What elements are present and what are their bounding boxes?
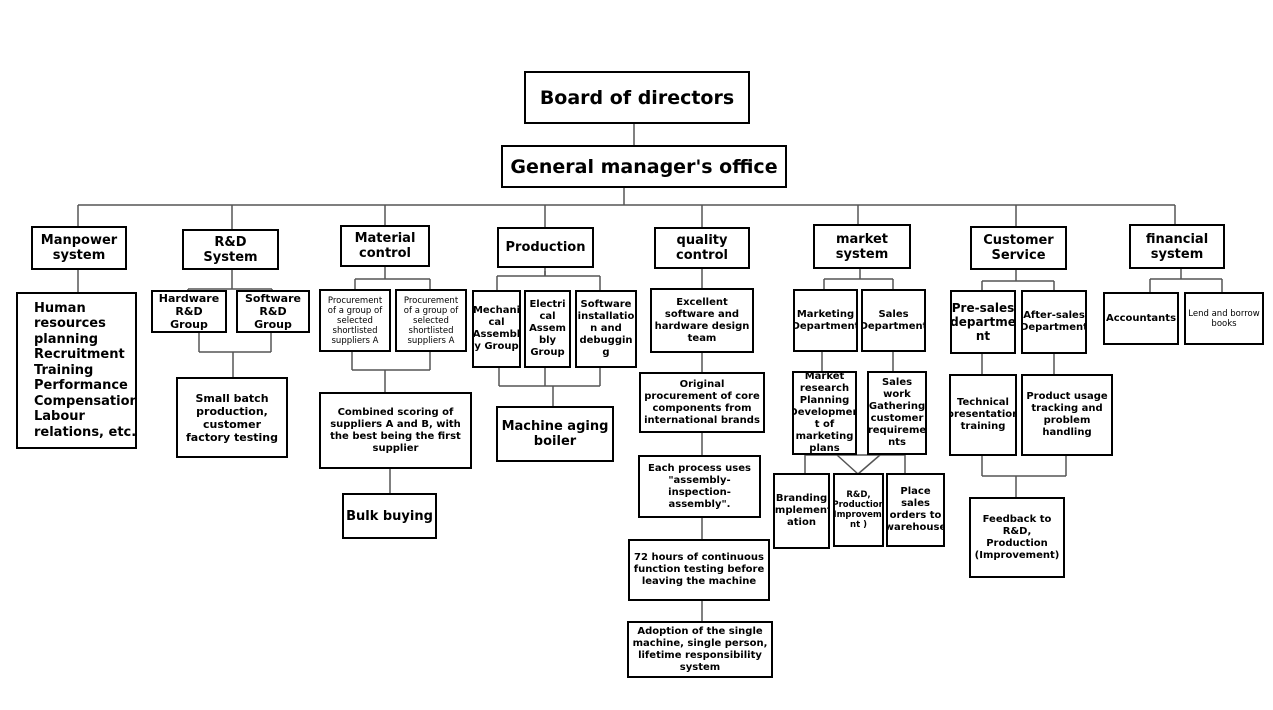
bulk-buying-box: Bulk buying <box>342 493 437 539</box>
sales-department-text: Sales Department <box>861 308 926 332</box>
supplier-a-text-2: Procurement of a group of selected short… <box>403 295 459 346</box>
software-installation-box: Software installatio n and debuggin g <box>575 290 637 368</box>
electrical-assembly-box: Electri cal Assem bly Group <box>524 290 571 368</box>
original-procurement-box: Original procurement of core components … <box>639 372 765 433</box>
manpower-tasks-text: Human resources planning Recruitment Tra… <box>34 300 137 440</box>
rnd-output-box: Small batch production, customer factory… <box>176 377 288 458</box>
dept-quality-label: quality control <box>676 233 728 263</box>
supplier-a-box-1: Procurement of a group of selected short… <box>319 289 391 352</box>
aftersales-department-text: After-sales Department <box>1021 310 1087 333</box>
dept-customer-box: Customer Service <box>970 226 1067 270</box>
dept-rnd-box: R&D System <box>182 229 279 270</box>
electrical-assembly-text: Electri cal Assem bly Group <box>529 299 566 358</box>
sales-tasks-text: Sales work Gathering customer requireme … <box>867 377 927 448</box>
dept-financial-box: financial system <box>1129 224 1225 269</box>
dept-material-label: Material control <box>354 231 416 261</box>
design-team-box: Excellent software and hardware design t… <box>650 288 754 353</box>
hardware-rnd-group-box: Hardware R&D Group <box>151 290 227 333</box>
function-testing-text: 72 hours of continuous function testing … <box>633 552 765 587</box>
market-rnd-feedback-text: R&D, Production (Improveme nt ) <box>833 490 884 530</box>
lifetime-responsibility-text: Adoption of the single machine, single p… <box>632 625 768 673</box>
board-label: Board of directors <box>539 86 735 109</box>
sales-department-box: Sales Department <box>861 289 926 352</box>
branding-box: Branding Implement ation <box>773 473 830 549</box>
dept-production-label: Production <box>505 240 586 255</box>
software-rnd-group-box: Software R&D Group <box>236 290 310 333</box>
sales-orders-box: Place sales orders to warehouse <box>886 473 945 547</box>
process-inspection-text: Each process uses "assembly-inspection-a… <box>648 462 751 510</box>
gm-label: General manager's office <box>510 155 778 178</box>
supplier-scoring-box: Combined scoring of suppliers A and B, w… <box>319 392 472 469</box>
presales-department-box: Pre-sales departme nt <box>950 290 1016 354</box>
aftersales-department-box: After-sales Department <box>1021 290 1087 354</box>
dept-market-box: market system <box>813 224 911 269</box>
technical-training-box: Technical presentation training <box>949 374 1017 456</box>
sales-orders-text: Place sales orders to warehouse <box>886 486 945 533</box>
dept-rnd-label: R&D System <box>203 234 258 265</box>
presales-department-text: Pre-sales departme nt <box>950 301 1016 343</box>
lend-borrow-books-box: Lend and borrow books <box>1184 292 1264 345</box>
sales-tasks-box: Sales work Gathering customer requireme … <box>867 371 927 455</box>
bulk-buying-text: Bulk buying <box>346 508 433 524</box>
accountants-text: Accountants <box>1105 312 1177 324</box>
product-tracking-text: Product usage tracking and problem handl… <box>1026 391 1108 438</box>
technical-training-text: Technical presentation training <box>949 397 1017 432</box>
machine-aging-text: Machine aging boiler <box>501 419 609 449</box>
mechanical-assembly-box: Mechani cal Assembl y Group <box>472 290 521 368</box>
manpower-tasks-box: Human resources planning Recruitment Tra… <box>16 292 137 449</box>
dept-production-box: Production <box>497 227 594 268</box>
dept-manpower-box: Manpower system <box>31 226 127 270</box>
marketing-tasks-box: Market research Planning Developmen t of… <box>792 371 857 455</box>
market-rnd-feedback-box: R&D, Production (Improveme nt ) <box>833 473 884 547</box>
original-procurement-text: Original procurement of core components … <box>644 378 760 426</box>
board-of-directors-box: Board of directors <box>524 71 750 124</box>
marketing-department-box: Marketing Department <box>793 289 858 352</box>
dept-quality-box: quality control <box>654 227 750 269</box>
supplier-a-box-2: Procurement of a group of selected short… <box>395 289 467 352</box>
general-manager-office-box: General manager's office <box>501 145 787 188</box>
dept-financial-label: financial system <box>1145 231 1209 262</box>
marketing-tasks-text: Market research Planning Developmen t of… <box>792 371 857 454</box>
supplier-scoring-text: Combined scoring of suppliers A and B, w… <box>330 406 461 454</box>
supplier-a-text-1: Procurement of a group of selected short… <box>327 295 383 346</box>
design-team-text: Excellent software and hardware design t… <box>654 296 750 344</box>
function-testing-box: 72 hours of continuous function testing … <box>628 539 770 601</box>
lend-borrow-books-text: Lend and borrow books <box>1188 308 1260 329</box>
hardware-rnd-label: Hardware R&D Group <box>158 292 220 331</box>
dept-market-label: market system <box>835 231 889 262</box>
process-inspection-box: Each process uses "assembly-inspection-a… <box>638 455 761 518</box>
product-tracking-box: Product usage tracking and problem handl… <box>1021 374 1113 456</box>
customer-feedback-text: Feedback to R&D, Production (Improvement… <box>974 513 1060 561</box>
rnd-output-text: Small batch production, customer factory… <box>186 391 278 444</box>
dept-customer-label: Customer Service <box>983 233 1054 263</box>
mechanical-assembly-text: Mechani cal Assembl y Group <box>472 305 521 352</box>
software-installation-text: Software installatio n and debuggin g <box>577 299 635 358</box>
accountants-box: Accountants <box>1103 292 1179 345</box>
dept-manpower-label: Manpower system <box>40 233 118 263</box>
dept-material-box: Material control <box>340 225 430 267</box>
machine-aging-box: Machine aging boiler <box>496 406 614 462</box>
lifetime-responsibility-box: Adoption of the single machine, single p… <box>627 621 773 678</box>
branding-text: Branding Implement ation <box>773 493 830 528</box>
customer-feedback-box: Feedback to R&D, Production (Improvement… <box>969 497 1065 578</box>
marketing-department-text: Marketing Department <box>793 308 858 332</box>
software-rnd-label: Software R&D Group <box>245 292 301 331</box>
